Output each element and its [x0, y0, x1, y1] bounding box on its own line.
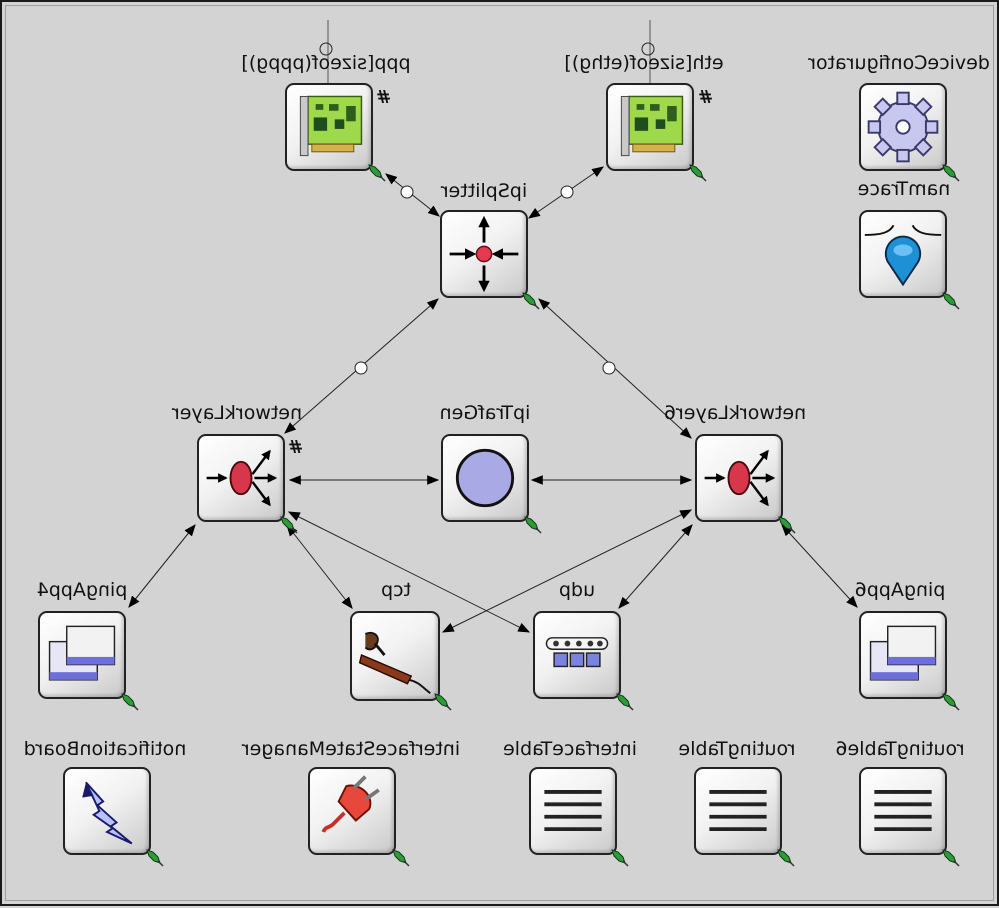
label-routing-table6: routingTable6 [835, 738, 965, 760]
module-ping-app[interactable] [38, 611, 126, 699]
link-networklayer-pingapp [128, 524, 196, 608]
link-networklayer6-udp [618, 524, 693, 609]
module-ip-splitter[interactable] [440, 210, 528, 298]
module-udp[interactable] [533, 611, 621, 699]
module-ping-app6[interactable] [859, 611, 947, 699]
table-lines-icon [709, 790, 767, 832]
gate-ipsplitter-networklayer6 [602, 361, 616, 375]
pin-icon [775, 847, 795, 867]
label-eth: eth[sizeof(ethg)] [564, 52, 724, 74]
label-device-configurator: deviceConfigurator [808, 52, 990, 74]
table-lines-icon [544, 790, 602, 832]
app-windows-icon [869, 625, 937, 681]
gate-ipsplitter-networklayer [354, 361, 368, 375]
gear-icon [867, 91, 939, 163]
pin-icon [940, 691, 960, 711]
module-ip-traf-gen[interactable] [441, 434, 529, 522]
label-interface-state-manager: interfaceStateManager [241, 738, 461, 760]
pin-icon [119, 691, 139, 711]
pin-icon [776, 514, 796, 534]
pin-icon [390, 847, 410, 867]
plug-icon [321, 775, 380, 833]
pin-icon [366, 162, 386, 182]
module-routing-table[interactable] [694, 767, 782, 855]
pin-icon [609, 847, 629, 867]
pin-icon [940, 290, 960, 310]
label-ping-app6: pingApp6 [854, 579, 946, 601]
module-notification-board[interactable] [63, 767, 151, 855]
link-networklayer6-pingapp6 [781, 524, 858, 608]
label-ping-app: pingApp4 [36, 579, 128, 601]
vector-marker-eth: # [698, 87, 714, 108]
pin-icon [278, 514, 298, 534]
module-interface-table[interactable] [529, 767, 617, 855]
udp-icon [545, 637, 609, 668]
label-routing-table: routingTable [678, 738, 796, 760]
circle-icon [455, 448, 515, 508]
label-interface-table: interfaceTable [503, 738, 637, 760]
pin-icon [520, 290, 540, 310]
label-network-layer: networkLayer [171, 402, 303, 424]
label-ppp: ppp[sizeof(pppg)] [241, 52, 411, 74]
label-ip-traf-gen: ipTrafGen [439, 402, 531, 424]
splitter-icon [449, 215, 519, 293]
module-interface-state-manager[interactable] [308, 767, 396, 855]
label-network-layer6: networkLayer6 [663, 402, 807, 424]
pin-icon [144, 847, 164, 867]
gate-ppp-ipsplitter [400, 185, 414, 199]
module-routing-table6[interactable] [859, 767, 947, 855]
pin-icon [432, 691, 452, 711]
module-nam-trace[interactable] [859, 210, 947, 298]
network-card-icon [620, 95, 684, 157]
module-network-layer[interactable] [197, 434, 285, 522]
label-ip-splitter: ipSplitter [440, 180, 528, 202]
module-ppp[interactable] [285, 83, 373, 171]
pin-icon [940, 847, 960, 867]
nam-trace-icon [864, 224, 942, 287]
network-card-icon [299, 95, 363, 157]
label-udp: udp [558, 579, 596, 601]
pin-icon [614, 691, 634, 711]
lightning-icon [82, 781, 133, 845]
module-tcp[interactable] [350, 611, 440, 701]
label-tcp: tcp [381, 579, 411, 601]
link-networklayer-tcp [286, 524, 353, 609]
label-nam-trace: namTrace [857, 178, 951, 200]
pin-icon [687, 162, 707, 182]
network-layer-icon [206, 449, 278, 507]
gate-eth-ipsplitter [560, 185, 574, 199]
app-windows-icon [48, 625, 116, 681]
gate-eth-external [641, 42, 655, 56]
vector-marker-network-layer: # [288, 437, 304, 458]
tcp-icon [358, 631, 431, 695]
label-notification-board: notificationBoard [23, 738, 187, 760]
gate-ppp-external [319, 42, 333, 56]
module-network-layer6[interactable] [695, 434, 783, 522]
vector-marker-ppp: # [376, 87, 392, 108]
pin-icon [522, 514, 542, 534]
network-layer-icon [704, 449, 776, 507]
module-device-configurator[interactable] [859, 83, 947, 171]
pin-icon [940, 162, 960, 182]
module-eth[interactable] [606, 83, 694, 171]
table-lines-icon [874, 790, 932, 832]
